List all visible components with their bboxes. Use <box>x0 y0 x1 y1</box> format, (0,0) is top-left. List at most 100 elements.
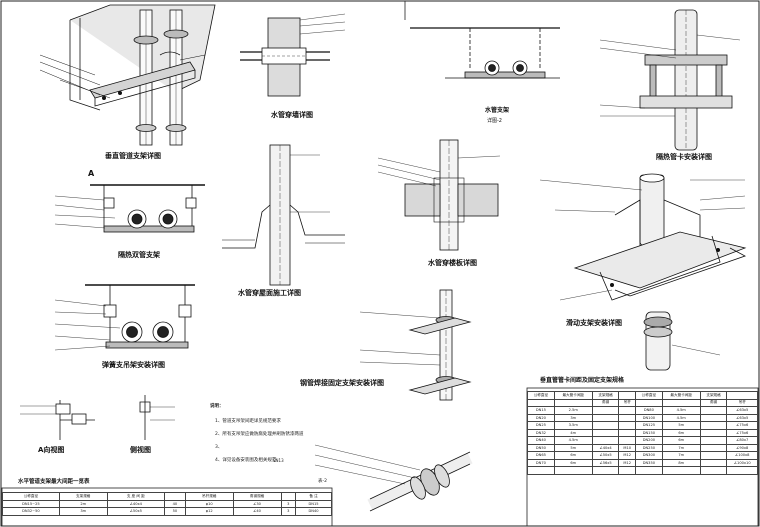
table-cell: DN15~25 <box>2 499 60 508</box>
table-subheader-row: 角钢 吊杆 角钢 吊杆 <box>527 398 758 407</box>
table-header-cell: 支架规格 <box>699 391 728 400</box>
table-cell: 3m <box>553 413 593 422</box>
table-cell: ∠100x8 <box>726 451 758 460</box>
flexible-joint-detail <box>314 444 473 512</box>
table-header-cell: 公称直径 <box>527 391 555 400</box>
pipe-clamp-section <box>643 311 721 371</box>
table-cell: DN150 <box>634 428 663 437</box>
table-cell: 6m <box>661 436 701 445</box>
table-header-cell <box>661 398 701 407</box>
table-cell: ∠40x4 <box>591 443 620 452</box>
wall-sleeve-detail <box>240 13 346 97</box>
table-header-cell: 支架规格 <box>58 492 108 501</box>
table-cell: M12 <box>618 458 636 467</box>
title-view-a: A向视图 <box>38 446 65 454</box>
table-cell: DN40 <box>527 436 555 445</box>
table-cell: 2m <box>58 499 108 508</box>
table-cell <box>634 466 663 475</box>
table-cell: ∠50x5 <box>591 451 620 460</box>
right-table-title: 垂直管管卡间距及固定支架规格 <box>540 377 625 384</box>
table-header-cell <box>527 398 555 407</box>
table-cell: 8m <box>661 458 701 467</box>
table-cell <box>591 421 620 430</box>
table-cell: DN65 <box>527 451 555 460</box>
table-cell <box>591 413 620 422</box>
table-cell: DN32~50 <box>2 507 60 516</box>
table-cell <box>618 466 636 475</box>
table-header-cell <box>163 492 186 501</box>
table-cell <box>699 436 728 445</box>
table-header-cell: 最大管卡间距 <box>661 391 701 400</box>
table-cell: ∠80x7 <box>726 436 758 445</box>
table-cell: 5m <box>661 421 701 430</box>
table-cell: ∠63x5 <box>726 413 758 422</box>
table-row <box>527 466 758 475</box>
table-cell: DN80 <box>634 406 663 415</box>
table-header-cell: 吊杆 <box>618 398 636 407</box>
table-header-cell: 角钢规格 <box>232 492 282 501</box>
table-cell <box>527 466 555 475</box>
table-cell <box>618 406 636 415</box>
table-cell: DN300 <box>634 451 663 460</box>
left-spec-table: 公称直径 支架规格 支 座 间 距 吊杆规格 角钢规格 备 注 DN15~25 … <box>2 492 332 516</box>
table-cell <box>553 466 593 475</box>
table-cell: 7m <box>661 451 701 460</box>
table-header-cell <box>634 398 663 407</box>
table-header-row: 公称直径 最大管卡间距 支架规格 公称直径 最大管卡间距 支架规格 <box>527 391 758 400</box>
table-cell: 7m <box>661 443 701 452</box>
table-cell: DN50 <box>527 443 555 452</box>
table-cell <box>699 458 728 467</box>
table-header-cell: 支架规格 <box>591 391 620 400</box>
title-floor-penetration: 水管穿楼板详图 <box>428 259 477 267</box>
table-cell: ∠100x10 <box>726 458 758 467</box>
table-cell <box>726 466 758 475</box>
table-cell <box>699 443 728 452</box>
table-cell <box>699 428 728 437</box>
notes-line-1: 1、管道支吊架间距详见规范要求 <box>215 419 281 424</box>
table-cell <box>618 436 636 445</box>
table-cell: M12 <box>618 451 636 460</box>
table-cell <box>618 428 636 437</box>
title-spring-hanger: 弹簧支吊架安装详图 <box>102 361 165 369</box>
table-cell <box>699 451 728 460</box>
table-cell: 3 <box>280 499 297 508</box>
table-cell: DN125 <box>634 421 663 430</box>
table-cell: ∠30 <box>232 499 282 508</box>
title-vertical-pipe-bracket: 垂直管道支架详图 <box>105 152 161 160</box>
table-cell <box>699 421 728 430</box>
table-cell: 3m <box>58 507 108 516</box>
notes-line-3: 3、 <box>215 445 223 450</box>
table-cell: ∠40 <box>232 507 282 516</box>
table-cell <box>699 413 728 422</box>
view-a-detail <box>20 400 95 440</box>
table-header-cell <box>280 492 297 501</box>
table-cell: DN200 <box>634 436 663 445</box>
table-cell <box>699 406 728 415</box>
left-table-title: 水平管道支架最大间距一览表 <box>18 479 90 485</box>
table-cell: ∠50x5 <box>106 507 165 516</box>
insulated-pipe-support-detail <box>599 9 741 151</box>
table-header-cell: 备 注 <box>295 492 332 501</box>
table-cell: 3.5m <box>553 421 593 430</box>
table-header-row: 公称直径 支架规格 支 座 间 距 吊杆规格 角钢规格 备 注 <box>2 492 332 501</box>
table-row: DN15~25 2m ∠40x4 40 φ10 ∠30 3 DN15 <box>2 499 332 508</box>
table-header-cell: 角钢 <box>591 398 620 407</box>
spring-hanger-detail <box>54 284 195 351</box>
table-cell: 40 <box>163 499 186 508</box>
table-header-cell: 公称直径 <box>2 492 60 501</box>
table-header-cell <box>726 391 758 400</box>
table-cell: ∠40x4 <box>106 499 165 508</box>
notes-line-4: 4、详见设备安装图及相关规范 <box>215 458 277 463</box>
notes-line-2: 2、所有支吊架应做防腐处理并刷防锈漆两道 <box>215 432 304 437</box>
table-cell: DN350 <box>634 458 663 467</box>
table-cell: DN100 <box>634 413 663 422</box>
table-cell: DN15 <box>527 406 555 415</box>
table-cell <box>699 466 728 475</box>
